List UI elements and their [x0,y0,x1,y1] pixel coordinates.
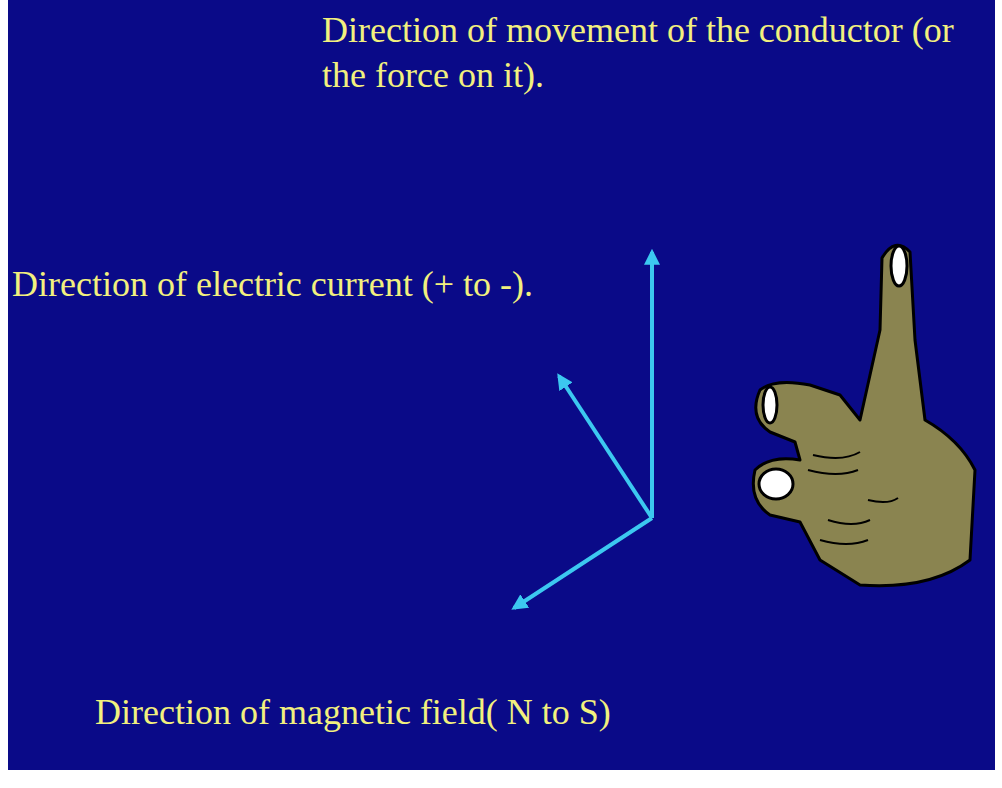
field-arrow [514,518,652,608]
force-direction-label: Direction of movement of the conductor (… [322,8,990,98]
current-direction-label: Direction of electric current (+ to -). [12,262,533,307]
background-panel: Direction of movement of the conductor (… [8,0,995,770]
direction-arrows [514,252,652,608]
current-arrow [559,376,652,518]
hand-drawing [753,245,975,585]
field-direction-label: Direction of magnetic field( N to S) [95,690,611,735]
force-arrow [650,252,654,518]
hand-rule-illustration [8,0,995,770]
